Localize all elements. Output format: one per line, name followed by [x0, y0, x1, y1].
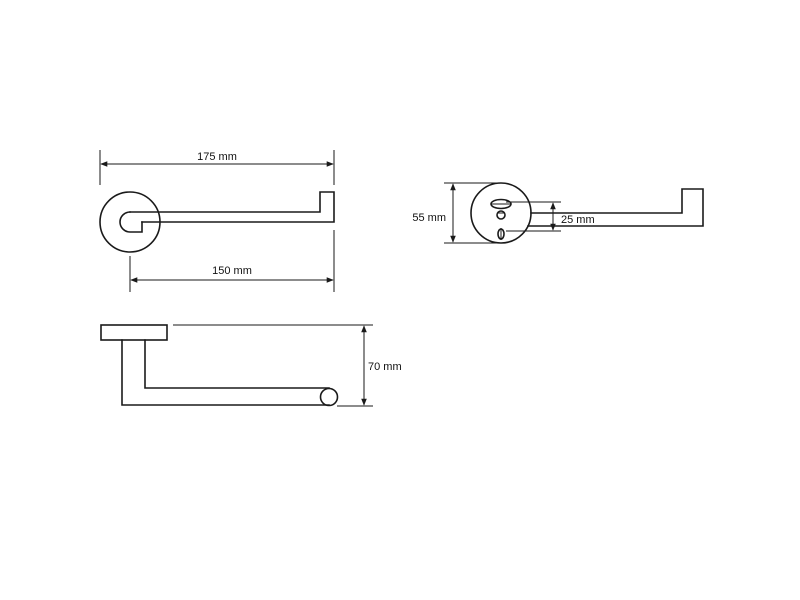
dimension-screw-spacing: 25 mm: [506, 201, 595, 232]
label-rosette-diameter: 55 mm: [412, 212, 446, 224]
top-rosette-plate: [100, 324, 168, 341]
dimension-bar-length: 150 mm: [129, 230, 335, 292]
dimension-projection: 70 mm: [173, 324, 402, 407]
mount-view: [470, 182, 704, 244]
dimension-rosette-diameter: 55 mm: [412, 182, 501, 244]
label-overall-length: 175 mm: [197, 151, 237, 163]
front-neck: [119, 211, 143, 233]
top-view: [100, 324, 339, 407]
top-arm-outline: [121, 339, 330, 406]
label-bar-length: 150 mm: [212, 265, 252, 277]
top-end-cap: [319, 387, 339, 407]
front-bar-outline: [129, 191, 335, 223]
top-arm-inner: [144, 339, 330, 389]
label-screw-spacing: 25 mm: [561, 214, 595, 226]
label-projection: 70 mm: [368, 361, 402, 373]
upper-screw-hole: [496, 210, 506, 220]
mount-bar-outline: [527, 188, 704, 227]
front-view: [99, 191, 335, 253]
dimension-overall-length: 175 mm: [99, 150, 335, 185]
